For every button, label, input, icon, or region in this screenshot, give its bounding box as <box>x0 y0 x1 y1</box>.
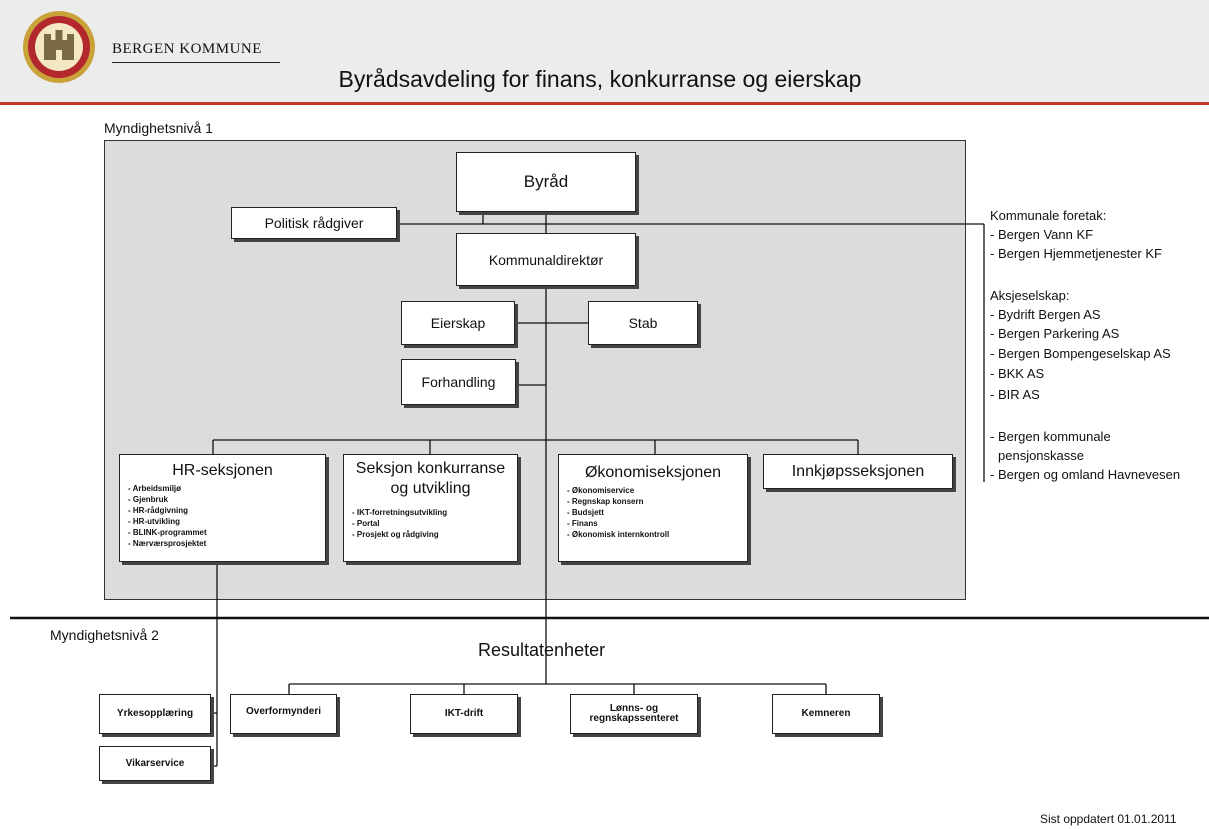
node-byrad: Byråd <box>456 152 636 212</box>
foretak-title: Kommunale foretak: <box>990 208 1107 223</box>
aksje-item: - Bergen Bompengeselskap AS <box>990 346 1171 361</box>
node-politisk-radgiver: Politisk rådgiver <box>231 207 397 239</box>
page-title: Byrådsavdeling for finans, konkurranse o… <box>338 66 862 92</box>
unit-kemneren: Kemneren <box>772 694 880 734</box>
other-item: - Bergen kommunale <box>990 429 1111 444</box>
aksje-item: - Bydrift Bergen AS <box>990 307 1101 322</box>
list-item: - Budsjett <box>567 508 604 517</box>
other-item-cont: pensjonskasse <box>998 448 1084 463</box>
list-item: - Finans <box>567 519 598 528</box>
section-konkurranse-title-2: og utvikling <box>390 480 471 497</box>
unit-overformynderi: Overformynderi <box>230 694 337 734</box>
list-item: - IKT-forretningsutvikling <box>352 508 448 517</box>
foretak-item: - Bergen Hjemmetjenester KF <box>990 246 1162 261</box>
section-konkurranse-title-1: Seksjon konkurranse <box>355 460 506 477</box>
list-item: - Prosjekt og rådgiving <box>352 530 439 539</box>
list-item: - Økonomiservice <box>567 486 635 495</box>
level-1-label: Myndighetsnivå 1 <box>104 120 213 136</box>
foretak-item: - Bergen Vann KF <box>990 227 1094 242</box>
brand-name: BERGEN KOMMUNE <box>112 41 262 57</box>
list-item: - HR-rådgivning <box>128 506 188 515</box>
aksje-item: - BIR AS <box>990 387 1040 402</box>
other-item: - Bergen og omland Havnevesen <box>990 467 1181 482</box>
header-accent-line <box>0 102 1209 105</box>
list-item: - BLINK-programmet <box>128 528 207 537</box>
brand-underline <box>112 62 280 63</box>
list-item: - Regnskap konsern <box>567 497 644 506</box>
section-konkurranse-list: - IKT-forretningsutvikling - Portal - Pr… <box>344 507 517 540</box>
section-okonomi: Økonomiseksjonen - Økonomiservice - Regn… <box>558 454 748 562</box>
aksje-item: - BKK AS <box>990 366 1045 381</box>
section-hr-title: HR-seksjonen <box>172 462 273 479</box>
list-item: - Portal <box>352 519 380 528</box>
node-kommunaldirektor: Kommunaldirektør <box>456 233 636 286</box>
level-2-label: Myndighetsnivå 2 <box>50 627 159 643</box>
list-item: - HR-utvikling <box>128 517 180 526</box>
unit-lonns-line1: Lønns- og <box>609 703 659 714</box>
section-konkurranse: Seksjon konkurranse og utvikling - IKT-f… <box>343 454 518 562</box>
header-band <box>0 0 1209 102</box>
unit-vikarservice: Vikarservice <box>99 746 211 781</box>
section-innkjop: Innkjøpsseksjonen <box>763 454 953 489</box>
node-stab: Stab <box>588 301 698 345</box>
section-okonomi-title: Økonomiseksjonen <box>584 464 722 481</box>
resultatenheter-title: Resultatenheter <box>478 640 606 660</box>
node-eierskap: Eierskap <box>401 301 515 345</box>
last-updated: Sist oppdatert 01.01.2011 <box>1040 812 1177 826</box>
section-hr: HR-seksjonen - Arbeidsmiljø - Gjenbruk -… <box>119 454 326 562</box>
unit-lonns-line2: regnskapssenteret <box>589 713 679 724</box>
section-hr-list: - Arbeidsmiljø - Gjenbruk - HR-rådgivnin… <box>120 483 325 549</box>
unit-yrkesopplaering: Yrkesopplæring <box>99 694 211 734</box>
list-item: - Arbeidsmiljø <box>128 484 182 493</box>
node-forhandling: Forhandling <box>401 359 516 405</box>
list-item: - Nærværsprosjektet <box>128 539 207 548</box>
unit-ikt-drift: IKT-drift <box>410 694 518 734</box>
unit-lonns: Lønns- og regnskapssenteret <box>570 694 698 734</box>
aksje-title: Aksjeselskap: <box>990 288 1070 303</box>
aksje-item: - Bergen Parkering AS <box>990 326 1120 341</box>
list-item: - Gjenbruk <box>128 495 169 504</box>
list-item: - Økonomisk internkontroll <box>567 530 670 539</box>
section-okonomi-list: - Økonomiservice - Regnskap konsern - Bu… <box>559 485 747 540</box>
bergen-coat-of-arms-icon <box>23 11 95 83</box>
